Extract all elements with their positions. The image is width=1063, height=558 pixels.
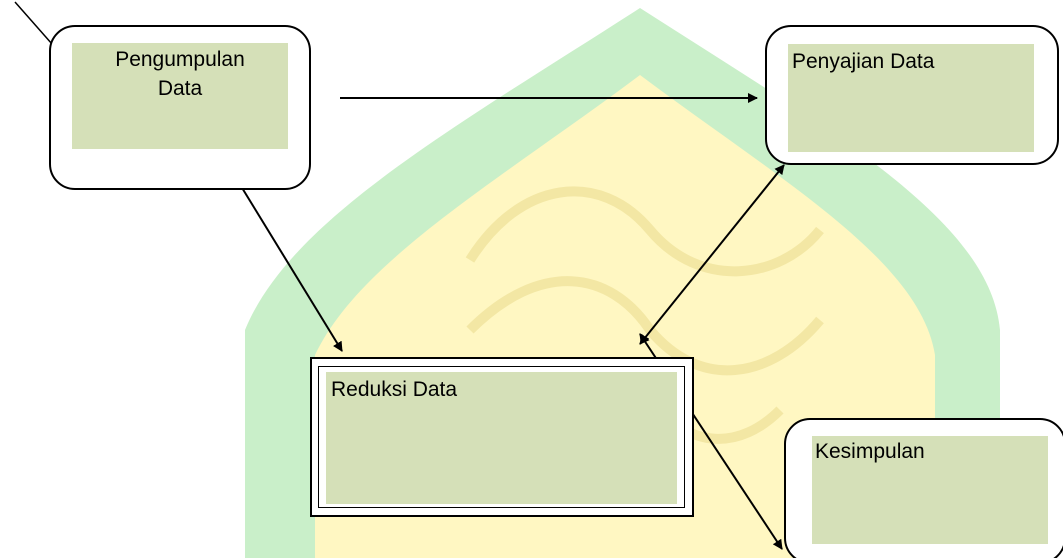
node-reduksi-data-inner-border [318, 366, 685, 508]
node-penyajian-data-fill [788, 44, 1034, 152]
node-kesimpulan-fill [812, 436, 1048, 544]
corner-decoration-line [14, 1, 53, 45]
node-pengumpulan-data-label-line2: Data [157, 77, 203, 100]
node-kesimpulan-label: Kesimpulan [815, 440, 925, 463]
arrow-pengumpulan-to-reduksi [235, 177, 343, 352]
arrow-penyajian-reduksi [639, 164, 785, 345]
node-penyajian-data-label: Penyajian Data [792, 50, 935, 73]
node-pengumpulan-data-label-line1: Pengumpulan [115, 48, 245, 71]
node-reduksi-data-label: Reduksi Data [331, 378, 458, 401]
node-pengumpulan-data-fill [72, 43, 288, 149]
node-reduksi-data-fill [326, 372, 677, 504]
